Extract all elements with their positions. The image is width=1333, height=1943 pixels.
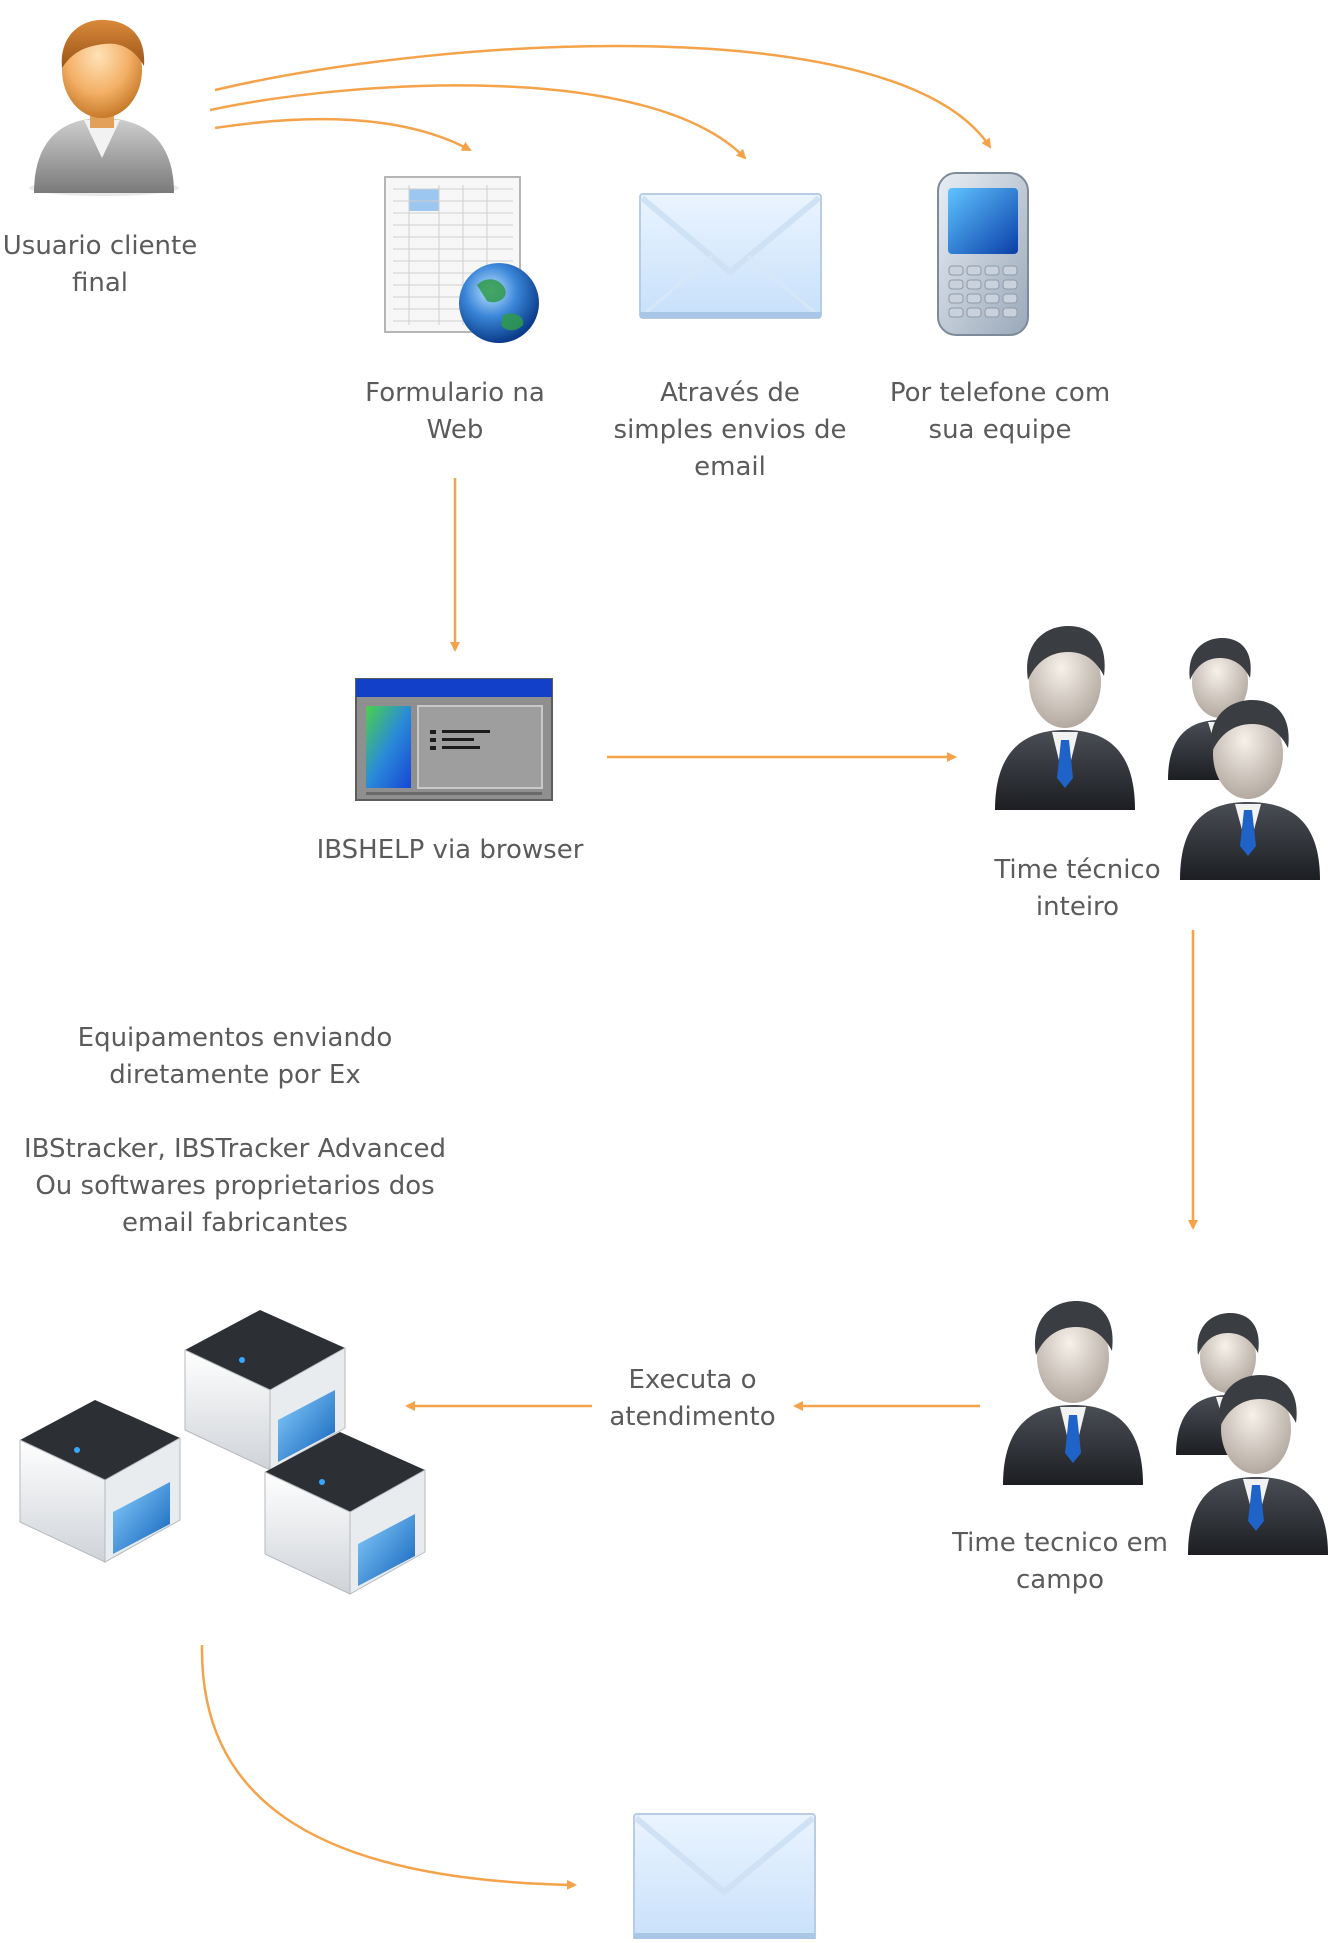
web-form-icon [383,175,543,350]
envelope-out-icon [632,1812,817,1943]
tech-team-label: Time técnico inteiro [994,855,1161,922]
email-label: Através de simples envios de email [613,378,847,482]
arrow-user-to-webform [214,117,472,152]
field-team-label: Time tecnico em campo [952,1528,1168,1595]
arrow-printers-to-email [200,1644,577,1890]
equipment-note: Equipamentos enviando diretamente por Ex… [23,1023,447,1238]
smartphone-icon [935,170,1033,340]
arrow-user-to-phone [214,44,992,149]
user-icon [14,8,184,198]
phone-label: Por telefone com sua equipe [889,378,1111,445]
tech-team-icon [990,590,1330,890]
ibshelp-label: IBSHELP via browser [316,835,584,865]
web-form-label: Formulario na Web [365,378,545,445]
printer-group-icon [10,1300,440,1620]
execute-label: Executa o atendimento [609,1365,776,1432]
arrow-user-to-email [209,84,747,160]
browser-window-icon [355,678,555,803]
end-user-label: Usuario cliente final [2,231,198,298]
field-team-icon [998,1265,1333,1565]
envelope-icon [638,192,823,322]
